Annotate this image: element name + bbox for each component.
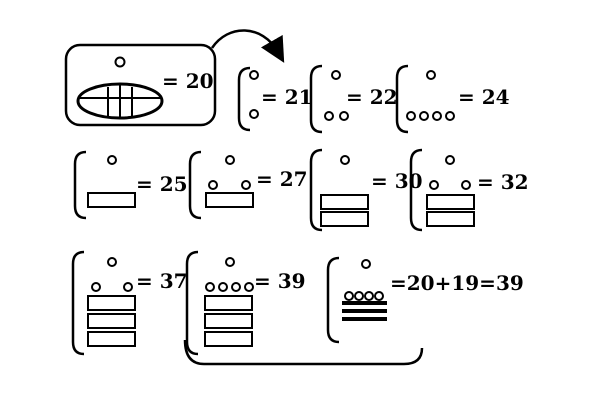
dot-icon xyxy=(331,70,341,80)
dot-icon xyxy=(339,111,349,121)
dot-icon xyxy=(324,111,334,121)
bracket-icon xyxy=(326,256,340,344)
dot-icon xyxy=(249,70,259,80)
dot-icon xyxy=(361,259,371,269)
numeral-24: = 24 xyxy=(395,64,510,134)
equation-label-sum: =20+19=39 xyxy=(390,271,524,295)
bracket-icon xyxy=(185,250,199,356)
bracket-icon xyxy=(237,66,251,132)
dot-icon xyxy=(91,282,101,292)
equation-label-21: = 21 xyxy=(261,85,313,109)
dot-icon xyxy=(225,257,235,267)
bracket-icon xyxy=(309,64,323,134)
equation-label-37: = 37 xyxy=(136,269,188,293)
bar-icon xyxy=(204,313,253,329)
dot-icon xyxy=(374,291,384,301)
dot-icon xyxy=(445,111,455,121)
shell-icon xyxy=(76,82,164,120)
numeral-30: = 30 xyxy=(309,148,423,232)
equation-label-22: = 22 xyxy=(346,85,398,109)
dot-icon xyxy=(340,155,350,165)
numeral-25: = 25 xyxy=(73,150,188,220)
equation-label-20: = 20 xyxy=(162,69,214,93)
dot-icon xyxy=(426,70,436,80)
bar-icon xyxy=(87,192,136,208)
dot-icon xyxy=(419,111,429,121)
dot-icon xyxy=(205,282,215,292)
dot-icon xyxy=(354,291,364,301)
bar-icon xyxy=(426,211,475,227)
bar-icon xyxy=(342,301,387,305)
shell-box xyxy=(64,43,217,127)
bar-icon xyxy=(204,295,253,311)
bar-icon xyxy=(87,331,136,347)
equation-label-25: = 25 xyxy=(136,172,188,196)
bar-icon xyxy=(87,295,136,311)
dot-icon xyxy=(114,56,126,68)
bracket-icon xyxy=(188,150,202,220)
bar-icon xyxy=(426,194,475,210)
numeral-21: = 21 xyxy=(237,66,313,132)
bracket-icon xyxy=(71,250,85,356)
curved-arrow-icon xyxy=(210,29,285,63)
bracket-icon xyxy=(395,64,409,134)
dot-icon xyxy=(461,180,471,190)
numeral-22: = 22 xyxy=(309,64,398,134)
dot-icon xyxy=(225,155,235,165)
bar-icon xyxy=(205,192,254,208)
dot-icon xyxy=(218,282,228,292)
bar-icon xyxy=(342,309,387,313)
dot-icon xyxy=(429,180,439,190)
equation-label-27: = 27 xyxy=(256,167,308,191)
dot-icon xyxy=(231,282,241,292)
bracket-icon xyxy=(409,148,423,232)
dot-icon xyxy=(107,257,117,267)
dot-icon xyxy=(249,109,259,119)
bar-icon xyxy=(320,211,369,227)
dot-icon xyxy=(244,282,254,292)
bracket-icon xyxy=(73,150,87,220)
numeral-27: = 27 xyxy=(188,150,308,220)
numeral-39: = 39 xyxy=(185,250,306,356)
numeral-32: = 32 xyxy=(409,148,529,232)
bar-icon xyxy=(342,317,387,321)
dot-icon xyxy=(445,155,455,165)
equation-label-39: = 39 xyxy=(254,269,306,293)
numeral-37: = 37 xyxy=(71,250,188,356)
numeral-20-plus-19: =20+19=39 xyxy=(326,256,524,344)
equation-label-24: = 24 xyxy=(458,85,510,109)
connector-bracket-icon xyxy=(183,339,424,366)
dot-icon xyxy=(432,111,442,121)
equation-label-32: = 32 xyxy=(477,170,529,194)
bar-icon xyxy=(87,313,136,329)
dot-icon xyxy=(241,180,251,190)
dot-icon xyxy=(107,155,117,165)
bar-icon xyxy=(204,331,253,347)
bar-icon xyxy=(320,194,369,210)
dot-icon xyxy=(364,291,374,301)
dot-icon xyxy=(208,180,218,190)
equation-label-30: = 30 xyxy=(371,169,423,193)
dot-icon xyxy=(123,282,133,292)
shell-group-twenty: = 20 xyxy=(64,43,217,127)
dot-icon xyxy=(344,291,354,301)
bracket-icon xyxy=(309,148,323,232)
dot-icon xyxy=(406,111,416,121)
